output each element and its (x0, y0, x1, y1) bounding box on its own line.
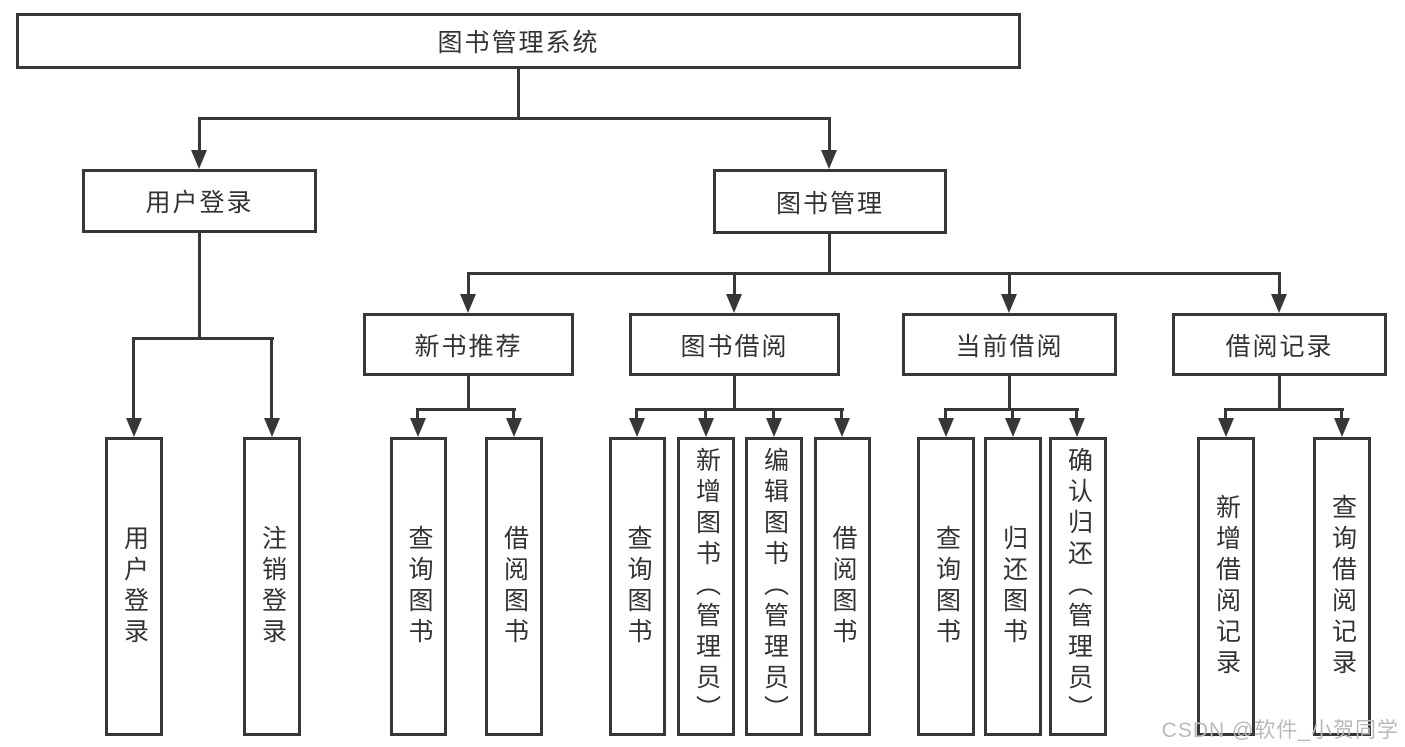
leaf-borrowing-edit-books-admin-label: 编辑图书（管理员） (760, 447, 789, 726)
connector-leaf-drop (270, 337, 273, 421)
leaf-logout-label: 注销登录 (258, 524, 287, 649)
node-book-borrowing-label: 图书借阅 (680, 332, 789, 361)
connector-leaf-drop (1340, 408, 1343, 421)
node-current-borrowing-label: 当前借阅 (955, 332, 1064, 361)
leaf-recommend-borrow-books-label: 借阅图书 (500, 524, 529, 649)
connector-branch (1224, 408, 1344, 411)
node-user-login-label: 用户登录 (145, 189, 254, 217)
connector-leaf-drop (704, 408, 707, 421)
arrow-down-icon (726, 294, 742, 313)
connector-drop (733, 272, 736, 298)
leaf-borrowing-borrow-books-label: 借阅图书 (829, 524, 857, 649)
connector-drop (1008, 272, 1011, 298)
connector-drop (1278, 272, 1281, 298)
leaf-user-login: 用户登录 (105, 437, 163, 736)
connector-stem (467, 376, 470, 408)
leaf-borrowing-borrow-books: 借阅图书 (814, 437, 871, 736)
leaf-current-confirm-return-admin: 确认归还（管理员） (1049, 437, 1107, 736)
arrow-down-icon (1271, 294, 1287, 313)
leaf-recommend-query-books: 查询图书 (390, 437, 447, 736)
leaf-recommend-query-books-label: 查询图书 (405, 524, 433, 649)
node-new-book-recommend: 新书推荐 (363, 313, 574, 376)
arrow-down-icon (1001, 294, 1017, 313)
node-root-label: 图书管理系统 (437, 29, 600, 57)
connector-leaf-drop (512, 408, 515, 421)
connector-leaf-drop (416, 408, 419, 421)
arrow-down-icon (1069, 418, 1085, 437)
arrow-down-icon (698, 418, 714, 437)
connector-drop (467, 272, 470, 298)
arrow-down-icon (1218, 418, 1234, 437)
connector-level2-branch (467, 272, 1281, 275)
arrow-down-icon (1005, 418, 1021, 437)
leaf-recommend-borrow-books: 借阅图书 (485, 437, 543, 736)
connector-user-login-drop (198, 117, 201, 152)
connector-leaf-drop (1224, 408, 1227, 421)
node-current-borrowing: 当前借阅 (902, 313, 1117, 376)
arrow-down-icon (834, 418, 850, 437)
node-borrowing-records-label: 借阅记录 (1225, 332, 1334, 361)
node-book-management: 图书管理 (713, 169, 947, 234)
arrow-down-icon (506, 418, 522, 437)
connector-leaf-drop (772, 408, 775, 421)
leaf-borrowing-add-books-admin-label: 新增图书（管理员） (692, 447, 721, 726)
leaf-records-query-record: 查询借阅记录 (1313, 437, 1371, 736)
leaf-records-add-record-label: 新增借阅记录 (1212, 493, 1241, 680)
leaf-borrowing-edit-books-admin: 编辑图书（管理员） (745, 437, 803, 736)
leaf-logout: 注销登录 (243, 437, 301, 736)
leaf-current-return-books-label: 归还图书 (999, 524, 1028, 649)
watermark: CSDN @软件_小贺同学 (1161, 719, 1399, 742)
node-user-login: 用户登录 (82, 169, 317, 233)
arrow-down-icon (191, 150, 207, 169)
leaf-records-add-record: 新增借阅记录 (1197, 437, 1255, 736)
arrow-down-icon (629, 418, 645, 437)
arrow-down-icon (460, 294, 476, 313)
arrow-down-icon (938, 418, 954, 437)
connector-user-login-branch (132, 337, 274, 340)
connector-leaf-drop (840, 408, 843, 421)
leaf-current-query-books: 查询图书 (917, 437, 975, 736)
leaf-borrowing-query-books-label: 查询图书 (624, 524, 652, 649)
leaf-current-confirm-return-admin-label: 确认归还（管理员） (1064, 447, 1093, 726)
connector-user-login-stem (198, 233, 201, 337)
leaf-current-return-books: 归还图书 (984, 437, 1042, 736)
connector-stem (1008, 376, 1011, 408)
arrow-down-icon (1334, 418, 1350, 437)
arrow-down-icon (264, 418, 280, 437)
connector-stem (1278, 376, 1281, 408)
connector-branch (416, 408, 516, 411)
leaf-current-query-books-label: 查询图书 (932, 524, 961, 649)
leaf-records-query-record-label: 查询借阅记录 (1328, 493, 1357, 680)
leaf-borrowing-add-books-admin: 新增图书（管理员） (677, 437, 735, 736)
node-book-borrowing: 图书借阅 (629, 313, 840, 376)
node-new-book-recommend-label: 新书推荐 (414, 332, 523, 361)
connector-book-mgmt-stem (828, 234, 831, 272)
connector-stem (733, 376, 736, 408)
arrow-down-icon (126, 418, 142, 437)
connector-level1-branch (198, 117, 831, 120)
connector-leaf-drop (635, 408, 638, 421)
connector-leaf-drop (1011, 408, 1014, 421)
connector-leaf-drop (132, 337, 135, 421)
leaf-user-login-label: 用户登录 (120, 524, 149, 649)
connector-leaf-drop (944, 408, 947, 421)
arrow-down-icon (766, 418, 782, 437)
leaf-borrowing-query-books: 查询图书 (609, 437, 666, 736)
arrow-down-icon (410, 418, 426, 437)
connector-leaf-drop (1075, 408, 1078, 421)
connector-book-mgmt-drop (828, 117, 831, 152)
node-root: 图书管理系统 (16, 13, 1021, 69)
connector-root-stem (517, 69, 520, 117)
arrow-down-icon (821, 150, 837, 169)
connector-branch (635, 408, 844, 411)
node-book-management-label: 图书管理 (775, 189, 884, 218)
node-borrowing-records: 借阅记录 (1172, 313, 1387, 376)
